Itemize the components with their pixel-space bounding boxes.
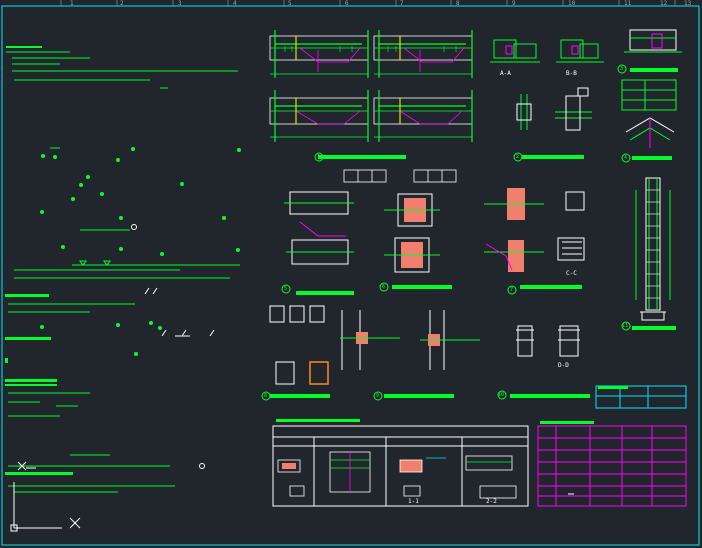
detail-5 [284, 191, 354, 265]
detail-3-callout [617, 64, 627, 74]
note-markers [40, 147, 241, 356]
detail-9-title-bar [384, 394, 454, 398]
detail-8-callout [261, 391, 271, 401]
section-label: 2-2 [486, 498, 497, 505]
detail-number: 10 [498, 392, 505, 398]
note-shapes [79, 224, 215, 469]
ruler-number: 2 [120, 0, 124, 7]
detail-10-callout [497, 390, 507, 400]
ruler-number: 9 [512, 0, 516, 7]
ruler-number: 13 [684, 0, 692, 7]
detail-5-callout [281, 284, 291, 294]
detail-3 [621, 29, 682, 111]
detail-3-title-bar [630, 68, 678, 72]
small-tables [343, 169, 457, 183]
detail-number: 3 [620, 66, 624, 72]
ruler-number: 1 [70, 0, 74, 7]
detail-4-callout [621, 153, 631, 163]
detail-number: 9 [376, 393, 380, 399]
drawing-frame [1, 5, 700, 546]
detail-1-yellow [295, 36, 401, 124]
ruler-number: 3 [178, 0, 182, 7]
detail-number: 8 [264, 393, 268, 399]
detail-1-rebar [274, 30, 473, 142]
detail-1-title-bar [318, 155, 406, 159]
bottom-detail-title [276, 419, 360, 422]
section-label: 1-1 [408, 498, 419, 505]
ruler-number: 11 [624, 0, 632, 7]
ruler-number: 5 [288, 0, 292, 7]
detail-4 [625, 117, 675, 148]
detail-10 [516, 325, 580, 357]
section-label: B-B [566, 70, 577, 77]
detail-10-title-bar [510, 394, 590, 398]
bottom-detail-content [277, 451, 517, 499]
detail-8 [269, 305, 329, 385]
detail-1-sections [269, 35, 473, 138]
detail-11 [635, 177, 671, 321]
detail-5-title-bar [296, 291, 354, 295]
detail-2-title-bar [522, 155, 584, 159]
section-label: D-D [558, 362, 569, 369]
magenta-table-title [540, 421, 594, 424]
detail-11-ticks [646, 189, 660, 299]
ruler-number: 6 [345, 0, 349, 7]
detail-11-callout [621, 321, 631, 331]
note-lines-mid [50, 147, 240, 266]
ruler-number: 12 [660, 0, 668, 7]
detail-9 [340, 310, 480, 370]
bottom-detail-frame [272, 425, 529, 507]
detail-2 [490, 39, 604, 131]
cyan-table-title [598, 386, 628, 389]
detail-1-ticks [284, 46, 457, 52]
ruler-number: 4 [233, 0, 237, 7]
detail-1-callout [314, 152, 324, 162]
detail-number: 1 [317, 154, 321, 160]
ruler-ticks [60, 0, 676, 6]
detail-number: 11 [622, 323, 629, 329]
magenta-table [537, 425, 687, 507]
detail-4-title-bar [632, 156, 672, 160]
detail-number: 2 [516, 154, 520, 160]
detail-2-callout [513, 152, 523, 162]
detail-7 [484, 188, 585, 272]
cyan-table [595, 385, 687, 409]
detail-8-title-bar [270, 394, 330, 398]
section-label: C-C [566, 270, 577, 277]
detail-number: 4 [624, 155, 628, 161]
detail-11-title-bar [632, 326, 676, 330]
detail-6-callout [379, 282, 389, 292]
detail-number: 7 [510, 287, 514, 293]
ucs-icon [10, 461, 81, 532]
detail-number: 5 [284, 286, 288, 292]
detail-7-title-bar [520, 285, 582, 289]
section-label: A-A [500, 70, 511, 77]
ruler-number: 10 [568, 0, 576, 7]
ruler-number: 8 [456, 0, 460, 7]
detail-6 [384, 193, 440, 273]
detail-number: 6 [382, 284, 386, 290]
detail-6-title-bar [392, 285, 452, 289]
general-notes [5, 46, 238, 493]
detail-9-callout [373, 391, 383, 401]
detail-7-callout [507, 285, 517, 295]
ruler-number: 7 [400, 0, 404, 7]
